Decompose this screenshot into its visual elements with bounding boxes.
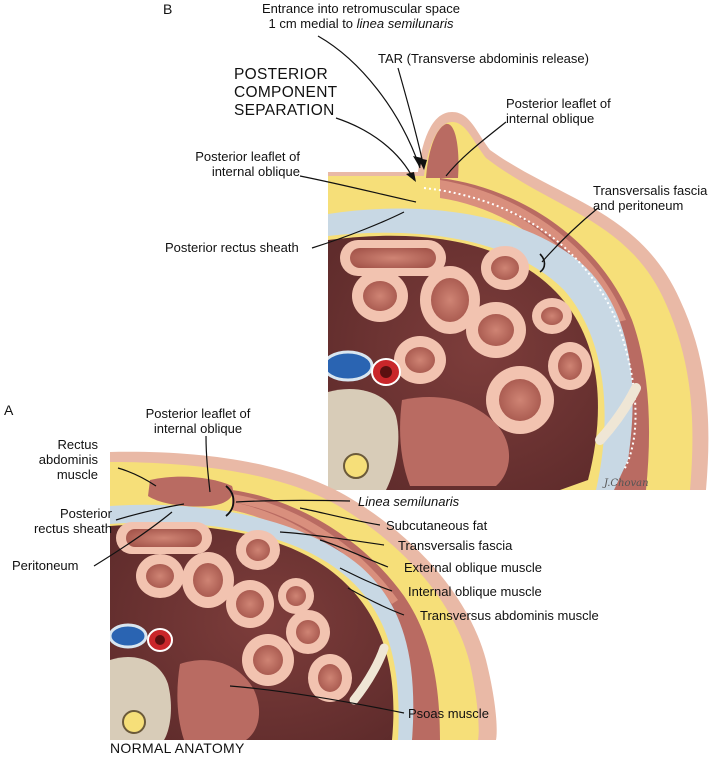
label-transversus-abdominis: Transversus abdominis muscle xyxy=(420,608,599,623)
caption-normal-anatomy: NORMAL ANATOMY xyxy=(110,740,245,756)
label-tar: TAR (Transverse abdominis release) xyxy=(378,51,589,66)
panel-b-letter: B xyxy=(163,1,173,17)
label-b-leaflet-left: Posterior leaflet of internal oblique xyxy=(150,149,300,179)
label-b-leaflet-left-2: internal oblique xyxy=(211,164,300,179)
label-pcs-line3: SEPARATION xyxy=(234,102,335,119)
label-a-posterior-rectus-sheath: Posterior rectus sheath xyxy=(0,506,112,536)
panel-b-cross-section xyxy=(328,112,709,490)
label-psoas: Psoas muscle xyxy=(408,706,489,721)
label-entrance-retromuscular: Entrance into retromuscular space 1 cm m… xyxy=(236,1,486,31)
label-a-sheath-1: Posterior xyxy=(59,506,112,521)
label-pcs-line1: POSTERIOR xyxy=(234,66,328,83)
label-entrance-line1: Entrance into retromuscular space xyxy=(262,1,460,16)
label-external-oblique: External oblique muscle xyxy=(404,560,543,575)
label-b-leaflet-right-2: internal oblique xyxy=(506,111,595,126)
label-a-leaflet: Posterior leaflet of internal oblique xyxy=(120,406,276,436)
label-linea-semilunaris: Linea semilunaris xyxy=(358,494,460,509)
panel-b-bowel-loops xyxy=(340,240,592,434)
label-transversalis-peritoneum: Transversalis fascia and peritoneum xyxy=(593,183,707,213)
label-transversalis-1: Transversalis fascia xyxy=(593,183,708,198)
label-rectus-abdominis: Rectus abdominis muscle xyxy=(10,437,98,482)
label-b-posterior-rectus-sheath: Posterior rectus sheath xyxy=(165,240,299,255)
label-a-leaflet-1: Posterior leaflet of xyxy=(145,406,251,421)
label-pcs-line2: COMPONENT xyxy=(234,84,338,101)
arrowheads xyxy=(406,156,427,182)
panel-a-letter: A xyxy=(4,402,14,418)
panel-b-retroperitoneum xyxy=(328,350,641,490)
label-entrance-term: linea semilunaris xyxy=(356,16,454,31)
label-entrance-prefix: 1 cm medial to xyxy=(268,16,357,31)
label-b-leaflet-left-1: Posterior leaflet of xyxy=(195,149,300,164)
label-a-leaflet-2: internal oblique xyxy=(153,421,243,436)
label-transversalis-2: and peritoneum xyxy=(593,198,684,213)
panel-a-cross-section xyxy=(110,451,497,740)
panel-a-bowel-loops xyxy=(116,522,352,702)
label-internal-oblique: Internal oblique muscle xyxy=(408,584,542,599)
label-a-sheath-2: rectus sheath xyxy=(33,521,112,536)
label-entrance-line2: 1 cm medial to linea semilunaris xyxy=(236,16,486,31)
label-rectus-3: muscle xyxy=(56,467,98,482)
label-posterior-component-separation: POSTERIOR COMPONENT SEPARATION xyxy=(234,66,337,120)
label-peritoneum: Peritoneum xyxy=(12,558,79,573)
label-subcutaneous-fat: Subcutaneous fat xyxy=(386,518,488,533)
panel-a-retroperitoneum xyxy=(110,623,389,740)
label-rectus-1: Rectus xyxy=(57,437,98,452)
label-b-leaflet-right: Posterior leaflet of internal oblique xyxy=(506,96,611,126)
label-transversalis-fascia: Transversalis fascia xyxy=(398,538,513,553)
artist-signature: J.Chovan xyxy=(604,478,649,489)
label-b-leaflet-right-1: Posterior leaflet of xyxy=(506,96,611,111)
label-rectus-2: abdominis xyxy=(38,452,98,467)
